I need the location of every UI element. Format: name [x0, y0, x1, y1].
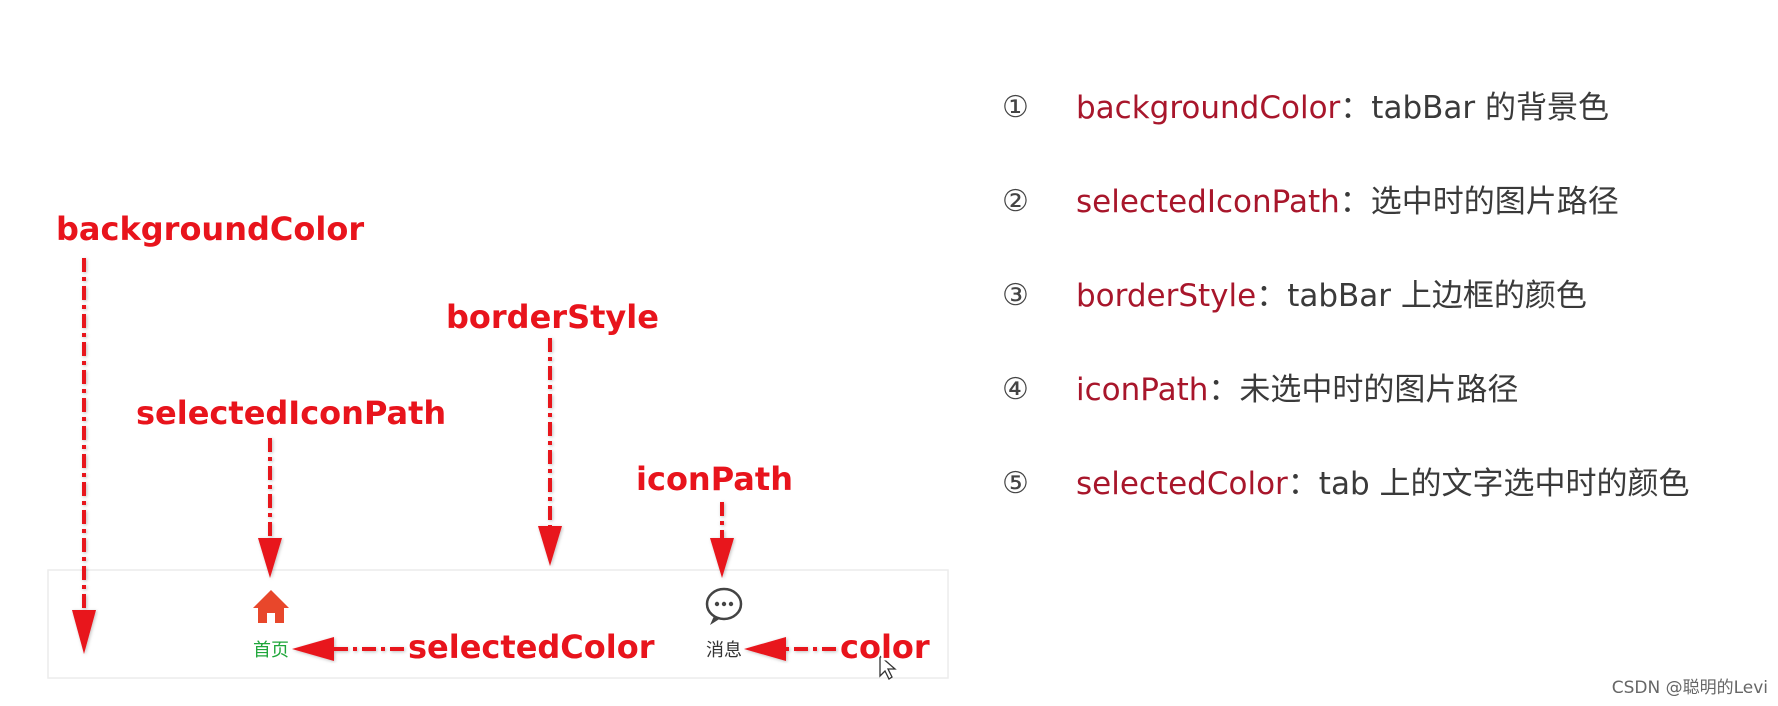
legend-separator: ： — [1208, 372, 1240, 408]
callout-background-color: backgroundColor — [56, 210, 364, 248]
arrow-selected-color — [292, 637, 404, 661]
legend-separator: ： — [1339, 184, 1371, 220]
legend-key: backgroundColor — [1076, 90, 1341, 126]
arrow-selected-icon-path — [258, 438, 282, 578]
watermark: CSDN @聪明的Levi — [1611, 678, 1768, 698]
legend-separator: ： — [1340, 90, 1372, 126]
legend: ① backgroundColor ： tabBar 的背景色 ② select… — [1002, 86, 1762, 556]
arrow-icon-path — [710, 502, 734, 578]
legend-description: 未选中时的图片路径 — [1239, 372, 1519, 408]
callout-border-style: borderStyle — [446, 298, 659, 336]
callout-icon-path: iconPath — [636, 460, 793, 498]
legend-item: ① backgroundColor ： tabBar 的背景色 — [1002, 86, 1762, 180]
legend-description: tab 上的文字选中时的颜色 — [1318, 466, 1690, 502]
legend-item: ② selectedIconPath ： 选中时的图片路径 — [1002, 180, 1762, 274]
legend-description: tabBar 上边框的颜色 — [1287, 278, 1587, 314]
legend-number: ④ — [1002, 372, 1029, 407]
callout-selected-color: selectedColor — [408, 628, 655, 666]
legend-item: ③ borderStyle ： tabBar 上边框的颜色 — [1002, 274, 1762, 368]
tab-message-label: 消息 — [706, 640, 742, 661]
legend-number: ③ — [1002, 278, 1029, 313]
legend-description: tabBar 的背景色 — [1371, 90, 1609, 126]
legend-separator: ： — [1256, 278, 1288, 314]
tab-message[interactable]: 消息 — [705, 587, 743, 661]
tabbar-box — [47, 569, 949, 679]
tabbar-diagram: 首页 消息 backgroundC — [47, 210, 949, 680]
legend-key: selectedIconPath — [1076, 184, 1340, 220]
home-icon — [253, 590, 289, 623]
legend-description: 选中时的图片路径 — [1370, 184, 1619, 220]
legend-number: ⑤ — [1002, 466, 1029, 501]
arrow-color — [744, 637, 836, 661]
legend-key: selectedColor — [1076, 466, 1288, 502]
cursor-icon — [879, 654, 897, 680]
tab-home[interactable]: 首页 — [253, 590, 289, 661]
arrow-background-color — [72, 258, 96, 654]
callout-color: color — [840, 628, 930, 666]
legend-number: ① — [1002, 90, 1029, 125]
legend-item: ④ iconPath ： 未选中时的图片路径 — [1002, 368, 1762, 462]
legend-separator: ： — [1287, 466, 1319, 502]
legend-number: ② — [1002, 184, 1029, 219]
message-icon — [705, 587, 743, 625]
legend-key: iconPath — [1076, 372, 1209, 408]
callout-selected-icon-path: selectedIconPath — [136, 394, 446, 432]
legend-item: ⑤ selectedColor ： tab 上的文字选中时的颜色 — [1002, 462, 1762, 556]
tab-home-label: 首页 — [253, 640, 289, 661]
arrow-border-style — [538, 338, 562, 566]
legend-key: borderStyle — [1076, 278, 1257, 314]
